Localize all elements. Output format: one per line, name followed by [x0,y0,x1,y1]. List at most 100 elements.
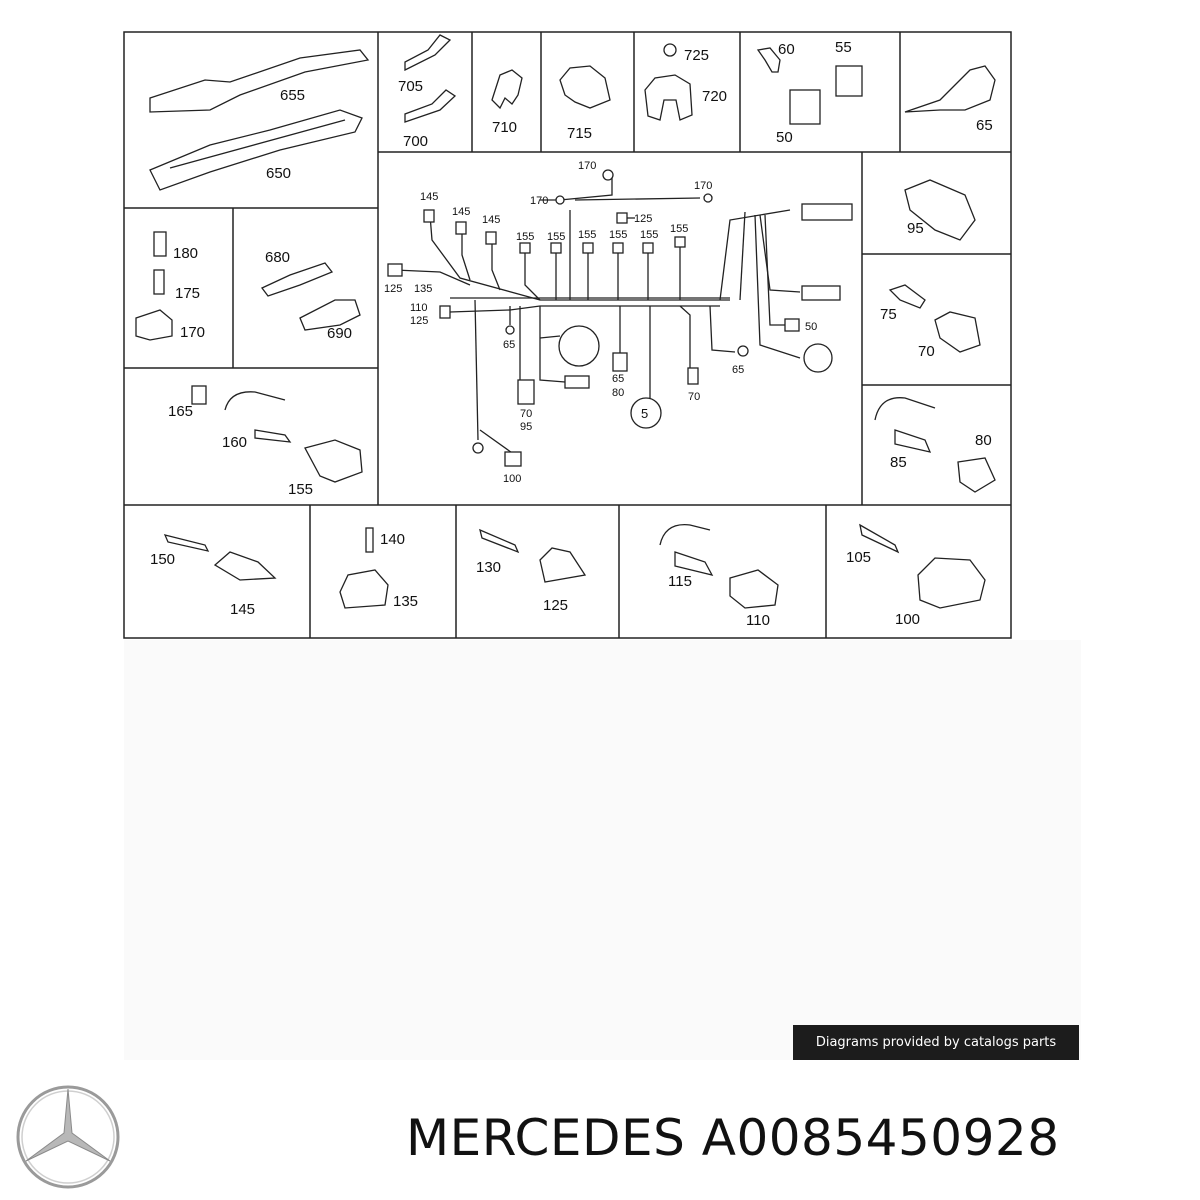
label-145: 145 [230,601,255,618]
part-75-sketch [888,284,926,309]
label-95: 95 [907,220,924,237]
label-700: 700 [403,133,428,150]
label-60: 60 [778,41,795,58]
label-135: 135 [393,593,418,610]
ground-block [504,451,522,467]
part-690-sketch [299,299,361,331]
mercedes-star-logo-icon [16,1085,120,1189]
diagram-grid [123,31,1012,639]
harness-label-155c: 155 [578,229,596,241]
label-690: 690 [327,325,352,342]
brand-name: MERCEDES [406,1109,686,1167]
label-125: 125 [543,597,568,614]
harness-label-155e: 155 [640,229,658,241]
harness-label-135: 135 [414,283,432,295]
part-115-sketch [659,524,711,546]
harness-label-95: 95 [520,421,532,433]
harness-label-110: 110 [410,302,428,314]
part-number: A0085450928 [701,1109,1060,1167]
part-60-sketch [756,47,781,73]
label-160: 160 [222,434,247,451]
harness-callout-5: 5 [641,406,648,421]
label-155: 155 [288,481,313,498]
part-170-sketch [135,309,173,341]
part-180-sketch [153,231,167,257]
part-100-sketch [917,557,986,609]
part-680-sketch [260,262,334,297]
harness-label-170c: 170 [694,180,712,192]
part-130-sketch [479,528,520,554]
part-80-sketch [874,397,936,421]
label-150: 150 [150,551,175,568]
harness-label-100: 100 [503,473,521,485]
harness-label-65a: 65 [503,339,515,351]
label-130: 130 [476,559,501,576]
part-145-sketch [213,551,277,581]
part-705-sketch [404,34,452,72]
harness-label-70a: 70 [520,408,532,420]
callout-circle [630,397,662,429]
label-170: 170 [180,324,205,341]
cell-labels: 655 650 705 700 710 715 725 720 60 55 50… [150,39,993,629]
label-180: 180 [173,245,198,262]
label-50: 50 [776,129,793,146]
label-725: 725 [684,47,709,64]
label-80: 80 [975,432,992,449]
harness-label-170b: 170 [530,195,548,207]
harness-label-65b: 65 [612,373,624,385]
harness-label-125a: 125 [634,213,652,225]
harness-label-50: 50 [805,321,817,333]
part-85-sketch [894,429,932,453]
part-135-sketch [339,569,389,609]
label-165: 165 [168,403,193,420]
part-725-sketch [663,43,677,57]
distributor-connector [558,325,600,367]
part-140-sketch [365,527,374,553]
harness-label-145a: 145 [420,191,438,203]
label-85: 85 [890,454,907,471]
label-715: 715 [567,125,592,142]
label-705: 705 [398,78,423,95]
label-650: 650 [266,165,291,182]
background-panel [124,640,1081,1060]
part-70-sketch [934,311,981,353]
label-110: 110 [746,612,770,629]
part-110-sketch [729,569,779,609]
part-95-sketch [904,179,976,241]
harness-label-125c: 125 [410,315,428,327]
part-125-sketch [539,547,587,583]
label-680: 680 [265,249,290,266]
label-140: 140 [380,531,405,548]
label-100: 100 [895,611,920,628]
part-160-sketch [224,391,286,411]
part-155-sketch [304,439,363,483]
part-710-sketch [491,69,523,110]
sensor-plug [801,285,841,301]
label-55: 55 [835,39,852,56]
harness-label-155a: 155 [516,231,534,243]
label-710: 710 [492,119,517,136]
label-65: 65 [976,117,993,134]
label-70: 70 [918,343,935,360]
harness-label-70b: 70 [688,391,700,403]
part-55-sketch [835,65,863,97]
harness-label-65c: 65 [732,364,744,376]
wiring-harness [394,178,801,456]
label-115: 115 [668,573,692,590]
harness-labels: 170 170 170 145 145 145 125 155 155 155 … [384,160,817,485]
harness-label-125b: 125 [384,283,402,295]
harness-connectors [387,169,853,467]
part-sketches [135,34,996,609]
label-655: 655 [280,87,305,104]
part-165-sketch [191,385,207,405]
harness-label-80: 80 [612,387,624,399]
part-700-sketch [404,89,457,123]
harness-label-145c: 145 [482,214,500,226]
credit-banner: Diagrams provided by catalogs parts [793,1025,1079,1060]
harness-label-155f: 155 [670,223,688,235]
label-720: 720 [702,88,727,105]
part-715-sketch [559,65,611,109]
main-connector [801,203,853,221]
label-175: 175 [175,285,200,302]
